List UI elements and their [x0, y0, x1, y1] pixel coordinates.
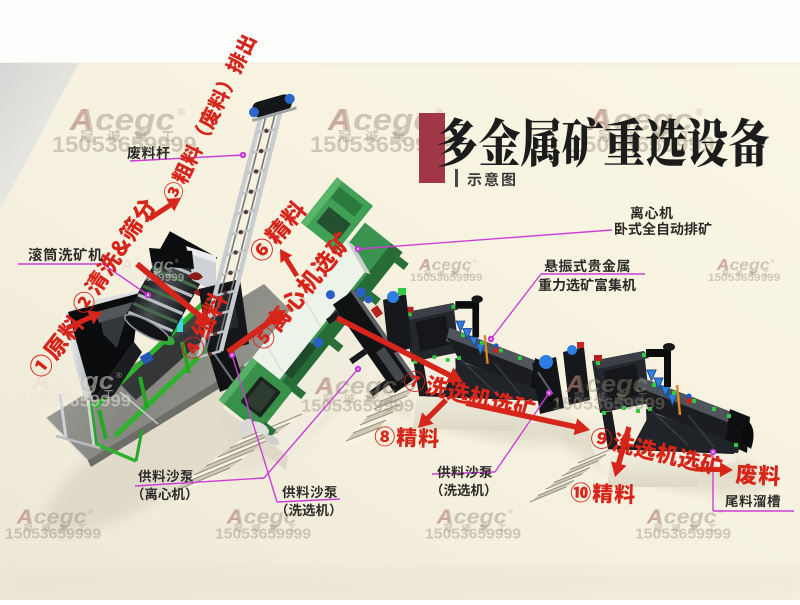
svg-text:A: A	[418, 257, 430, 274]
svg-text:®: ®	[473, 258, 477, 265]
svg-text:15053659999: 15053659999	[52, 132, 197, 157]
svg-text:®: ®	[175, 258, 179, 265]
svg-text:Acegc: Acegc	[69, 102, 175, 137]
svg-text:15053659999: 15053659999	[5, 526, 101, 542]
svg-text:A: A	[327, 102, 350, 137]
svg-text:A: A	[16, 506, 32, 528]
svg-text:A: A	[226, 506, 242, 528]
svg-text:Acegc: Acegc	[314, 373, 397, 400]
svg-text:®: ®	[508, 508, 513, 516]
svg-text:Acegc: Acegc	[226, 506, 298, 528]
svg-text:®: ®	[399, 376, 405, 385]
svg-text:®: ®	[298, 508, 303, 516]
svg-text:15053659999: 15053659999	[708, 272, 780, 284]
svg-text:A: A	[314, 373, 332, 400]
svg-text:15053659999: 15053659999	[552, 394, 665, 414]
svg-text:A: A	[716, 257, 728, 274]
svg-text:Acegc: Acegc	[716, 257, 770, 274]
svg-text:®: ®	[695, 108, 703, 119]
svg-text:A: A	[436, 506, 452, 528]
svg-text:15053659999: 15053659999	[215, 526, 311, 542]
svg-text:15053659999: 15053659999	[635, 526, 731, 542]
svg-text:®: ®	[116, 371, 122, 380]
svg-text:15053659999: 15053659999	[112, 272, 184, 284]
svg-text:15053659999: 15053659999	[425, 526, 521, 542]
svg-text:Acegc: Acegc	[31, 368, 114, 395]
svg-text:®: ®	[771, 258, 775, 265]
svg-text:Acegc: Acegc	[565, 371, 648, 398]
svg-text:Acegc: Acegc	[327, 102, 433, 137]
svg-text:Acegc: Acegc	[120, 257, 174, 274]
svg-text:Acegc: Acegc	[418, 257, 472, 274]
svg-text:15053659999: 15053659999	[570, 132, 715, 157]
svg-text:A: A	[565, 371, 583, 398]
svg-text:A: A	[646, 506, 662, 528]
svg-text:Acegc: Acegc	[16, 506, 88, 528]
svg-text:15053659999: 15053659999	[301, 396, 414, 416]
svg-text:Acegc: Acegc	[436, 506, 508, 528]
svg-text:15053659999: 15053659999	[18, 391, 131, 411]
svg-text:®: ®	[650, 374, 656, 383]
svg-text:Acegc: Acegc	[646, 506, 718, 528]
svg-text:®: ®	[718, 508, 723, 516]
svg-text:A: A	[69, 102, 92, 137]
svg-text:15053659999: 15053659999	[410, 272, 482, 284]
svg-text:A: A	[120, 257, 132, 274]
svg-text:®: ®	[88, 508, 93, 516]
svg-text:®: ®	[177, 108, 185, 119]
